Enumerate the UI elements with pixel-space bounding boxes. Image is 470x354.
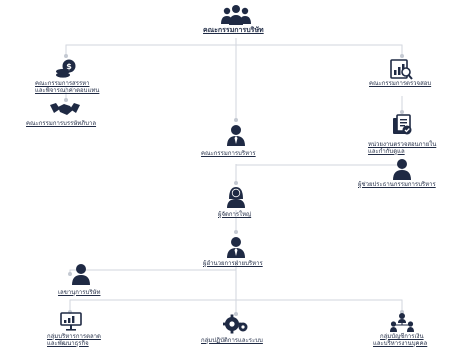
- svg-text:$: $: [66, 62, 72, 71]
- governance-label: คณะกรรมการบรรษัทภิบาล: [26, 120, 97, 127]
- marketing-label-line1: กลุ่มบริหารการตลาด: [47, 333, 101, 340]
- finance-hr-label-line1: กลุ่มบัญชีการเงิน: [380, 333, 424, 340]
- person-icon: [393, 159, 411, 180]
- gears-icon: [223, 314, 248, 334]
- secretary-label: เลขานุการบริษัท: [58, 289, 101, 296]
- audit-chart-icon: [390, 59, 413, 80]
- internal-audit-label-line2: และกำกับดูแล: [368, 148, 405, 155]
- nomination-label-line2: และพิจารณาค่าตอบแทน: [35, 87, 100, 94]
- executive-label: คณะกรรมการบริหาร: [201, 150, 256, 157]
- admin-director-label: ผู้อำนวยการฝ่ายบริหาร: [203, 260, 263, 267]
- handshake-icon: [50, 103, 80, 115]
- document-check-icon: [393, 114, 412, 135]
- board-label: คณะกรรมการบริษัท: [203, 26, 264, 34]
- team-hierarchy-icon: [390, 313, 414, 332]
- person-tie-icon: [227, 237, 245, 258]
- money-bag-icon: $: [56, 59, 76, 78]
- nomination-label-line1: คณะกรรมการสรรหา: [35, 80, 90, 87]
- operations-label: กลุ่มปฏิบัติการและระบบ: [201, 337, 263, 344]
- presentation-icon: [60, 312, 82, 331]
- person-tie-icon: [227, 125, 245, 146]
- woman-icon: [227, 187, 245, 208]
- person-icon: [72, 264, 90, 285]
- marketing-label-line2: และพัฒนาธุรกิจ: [47, 340, 89, 347]
- md-label: ผู้จัดการใหญ่: [218, 211, 252, 218]
- assistant-label: ผู้ช่วยประธานกรรมการบริหาร: [358, 181, 436, 188]
- finance-hr-label-line2: และบริหารงานบุคคล: [373, 340, 428, 347]
- group-icon: [221, 5, 251, 25]
- internal-audit-label-line1: หน่วยงานตรวจสอบภายใน: [368, 141, 437, 148]
- audit-label: คณะกรรมการตรวจสอบ: [369, 80, 432, 87]
